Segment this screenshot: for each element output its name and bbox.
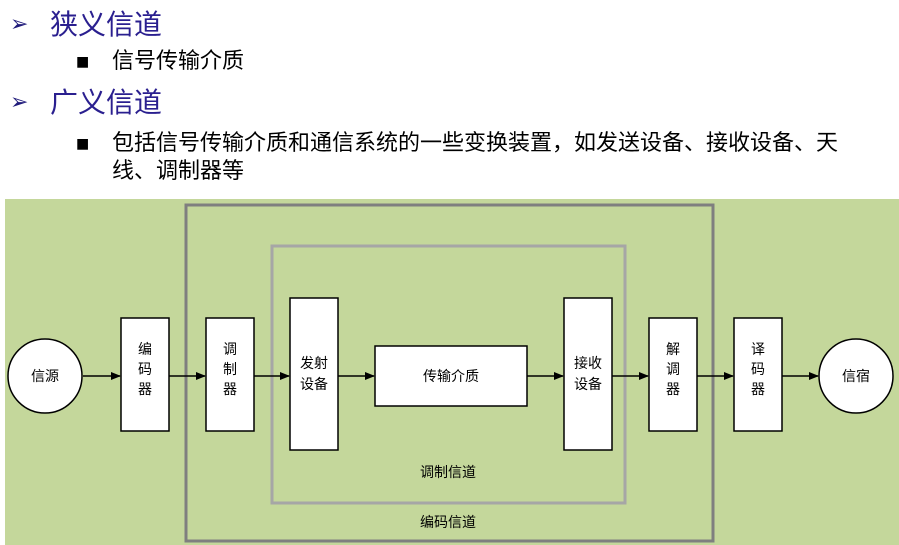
bullet-broad-channel: ➢ 广义信道 [10,86,162,120]
decoder-label: 译码器 [751,342,765,398]
encoder-label: 编码器 [138,342,152,398]
demodulator-block [648,317,698,432]
bullet-title: 广义信道 [50,86,163,119]
arrow-bullet-icon: ➢ [10,12,29,37]
coding-channel-label: 编码信道 [420,515,476,531]
sub-bullet-text: 包括信号传输介质和通信系统的一些变换装置，如发送设备、接收设备、天线、调制器等 [112,131,839,184]
modulation-channel-border [270,244,627,505]
square-bullet-icon: ■ [76,136,90,152]
square-bullet-icon: ■ [76,54,90,70]
modulator-block [205,317,255,432]
source-node [7,338,83,414]
bullet-narrow-channel: ➢ 狭义信道 [10,8,162,42]
bullet-title: 狭义信道 [50,8,163,41]
receiver-label-line2: 设备 [574,376,602,393]
sink-node [818,338,894,414]
coding-channel-border [184,203,715,543]
transmitter-block [289,297,339,451]
arrow-bullet-icon: ➢ [10,90,29,115]
decoder-block [733,317,783,432]
transmitter-label-line2: 设备 [300,376,328,393]
modulation-channel-label: 调制信道 [420,465,476,481]
sub-bullet-broad-channel: ■ 包括信号传输介质和通信系统的一些变换装置，如发送设备、接收设备、天线、调制器… [76,130,876,186]
sub-bullet-narrow-channel: ■ 信号传输介质 [76,48,244,76]
transmitter-label-line1: 发射 [300,356,328,372]
modulator-label: 调制器 [223,342,237,398]
receiver-block [563,297,613,451]
sink-label: 信宿 [842,368,870,385]
encoder-block [120,317,170,432]
demodulator-label: 解调器 [666,342,680,398]
receiver-label-line1: 接收 [574,355,602,372]
medium-block [374,345,528,407]
medium-label: 传输介质 [423,369,479,385]
sub-bullet-text: 信号传输介质 [112,49,245,74]
source-label: 信源 [31,369,59,385]
